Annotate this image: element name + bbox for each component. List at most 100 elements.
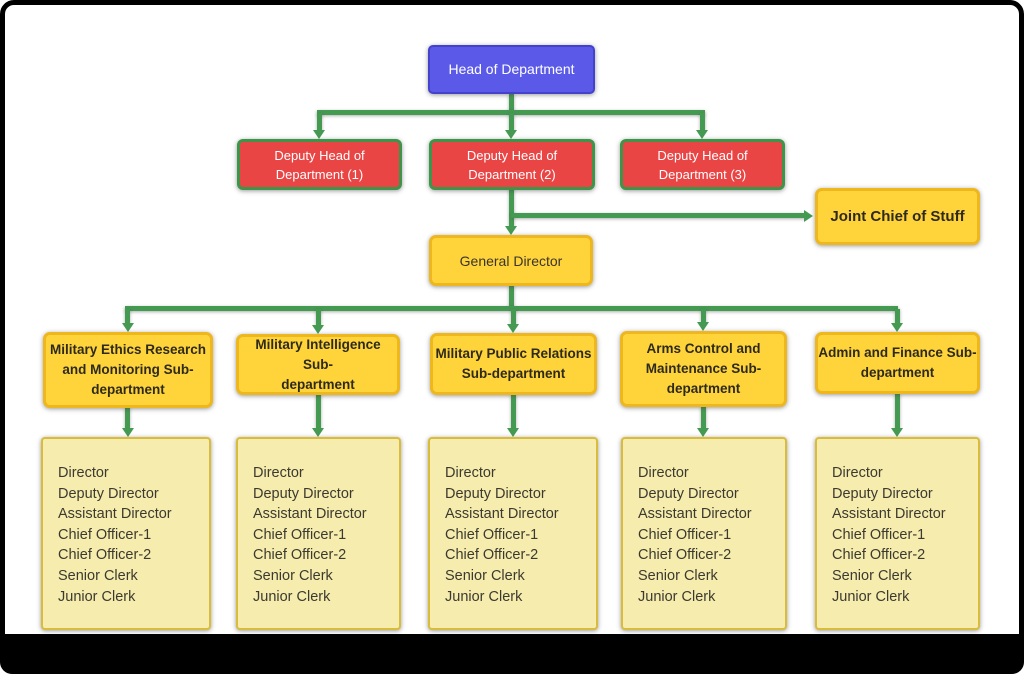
- staff-list-item: Senior Clerk: [638, 567, 718, 584]
- connector-line: [509, 285, 514, 308]
- connector-line: [511, 213, 806, 218]
- arrow-down-icon: [891, 323, 903, 332]
- staff-list-item: Junior Clerk: [253, 588, 331, 605]
- arrow-down-icon: [505, 226, 517, 235]
- staff-list-item: Director: [445, 465, 496, 481]
- node-subdept-military-ethics: Military Ethics Research and Monitoring S…: [43, 332, 213, 408]
- arrow-down-icon: [505, 130, 517, 139]
- staff-list-item: Chief Officer-1: [638, 526, 732, 543]
- staff-list-item: Chief Officer-2: [638, 547, 732, 564]
- staff-list-item: Chief Officer-2: [832, 547, 926, 564]
- node-label-line: Military Intelligence Sub-: [255, 336, 381, 372]
- connector-line: [125, 306, 898, 311]
- bottom-black-bar: [0, 634, 1024, 674]
- staff-list-item: Senior Clerk: [58, 567, 138, 584]
- staff-list-item: Chief Officer-1: [445, 526, 539, 543]
- connector-line: [125, 407, 130, 430]
- node-label-line: Arms Control and: [646, 341, 761, 356]
- staff-list-item: Assistant Director: [445, 506, 559, 523]
- connector-line: [316, 309, 321, 327]
- connector-line: [700, 113, 705, 132]
- staff-list-item: Junior Clerk: [445, 588, 523, 605]
- arrow-down-icon: [507, 428, 519, 437]
- arrow-down-icon: [312, 428, 324, 437]
- staff-list-item: Assistant Director: [58, 506, 172, 523]
- arrow-down-icon: [313, 130, 325, 139]
- staff-list-item: Chief Officer-1: [832, 526, 926, 543]
- arrow-down-icon: [122, 323, 134, 332]
- connector-line: [509, 113, 514, 132]
- node-label-line: Deputy Head of: [657, 147, 748, 163]
- staff-list-item: Junior Clerk: [58, 588, 136, 605]
- node-label-line: department: [91, 382, 165, 397]
- node-label-line: Admin and Finance Sub-: [818, 345, 977, 360]
- connector-line: [511, 309, 516, 326]
- staff-list-item: Director: [58, 465, 109, 481]
- node-label-line: Department (1): [275, 166, 364, 182]
- staff-list-item: Assistant Director: [638, 506, 752, 523]
- node-label-line: and Monitoring Sub-: [62, 362, 194, 377]
- connector-line: [895, 309, 900, 325]
- staff-list-item: Senior Clerk: [253, 567, 333, 584]
- staff-list-item: Chief Officer-1: [253, 526, 347, 543]
- node-label-line: Maintenance Sub-: [645, 361, 762, 376]
- staff-list-item: Director: [253, 465, 304, 481]
- arrow-down-icon: [891, 428, 903, 437]
- connector-line: [316, 394, 321, 430]
- node-label-line: department: [860, 365, 935, 380]
- staff-list-item: Deputy Director: [445, 485, 546, 502]
- staff-list-item: Chief Officer-2: [253, 547, 347, 564]
- node-deputy-head-2: Deputy Head of Department (2): [429, 139, 595, 190]
- node-label-line: Deputy Head of: [274, 147, 365, 163]
- staff-list-item: Chief Officer-1: [58, 526, 152, 543]
- node-label-line: Sub-department: [461, 366, 566, 381]
- connector-line: [317, 113, 322, 132]
- staff-list-item: Assistant Director: [253, 506, 367, 523]
- node-subdept-admin-finance: Admin and Finance Sub-department: [815, 332, 980, 394]
- arrow-down-icon: [122, 428, 134, 437]
- node-head-of-department: Head of Department: [428, 45, 595, 94]
- staff-list-item: Assistant Director: [832, 506, 946, 523]
- connector-line: [701, 406, 706, 430]
- node-deputy-head-1: Deputy Head of Department (1): [237, 139, 402, 190]
- arrow-right-icon: [804, 210, 813, 222]
- staff-list-item: Senior Clerk: [832, 567, 912, 584]
- staff-list-item: Director: [638, 465, 689, 481]
- staff-list-item: Director: [832, 465, 883, 481]
- connector-line: [701, 309, 706, 324]
- staff-list-item: Chief Officer-2: [445, 547, 539, 564]
- node-label-line: department: [281, 376, 355, 392]
- connector-line: [509, 94, 514, 112]
- staff-list-item: Deputy Director: [253, 485, 354, 502]
- node-label-line: Military Public Relations: [435, 346, 592, 361]
- connector-line: [511, 394, 516, 430]
- node-general-director: General Director: [429, 235, 593, 286]
- staff-list-item: Deputy Director: [638, 485, 739, 502]
- node-joint-chief-of-stuff: Joint Chief of Stuff: [815, 188, 980, 245]
- node-subdept-military-intelligence: Military Intelligence Sub-department: [236, 334, 400, 395]
- arrow-down-icon: [697, 322, 709, 331]
- node-label-line: Department (2): [468, 166, 556, 182]
- connector-line: [125, 309, 130, 325]
- staff-list-item: Deputy Director: [58, 485, 159, 502]
- node-label-line: department: [666, 381, 741, 396]
- arrow-down-icon: [696, 130, 708, 139]
- arrow-down-icon: [507, 324, 519, 333]
- staff-list-item: Junior Clerk: [832, 588, 910, 605]
- connector-line: [509, 188, 514, 228]
- staff-list-item: Chief Officer-2: [58, 547, 152, 564]
- arrow-down-icon: [697, 428, 709, 437]
- connector-line: [317, 110, 705, 115]
- node-label-line: Military Ethics Research: [49, 342, 207, 357]
- node-label-line: Department (3): [658, 166, 747, 182]
- staff-list-item: Junior Clerk: [638, 588, 716, 605]
- node-label-line: Deputy Head of: [466, 147, 558, 163]
- staff-list-item: Senior Clerk: [445, 567, 525, 584]
